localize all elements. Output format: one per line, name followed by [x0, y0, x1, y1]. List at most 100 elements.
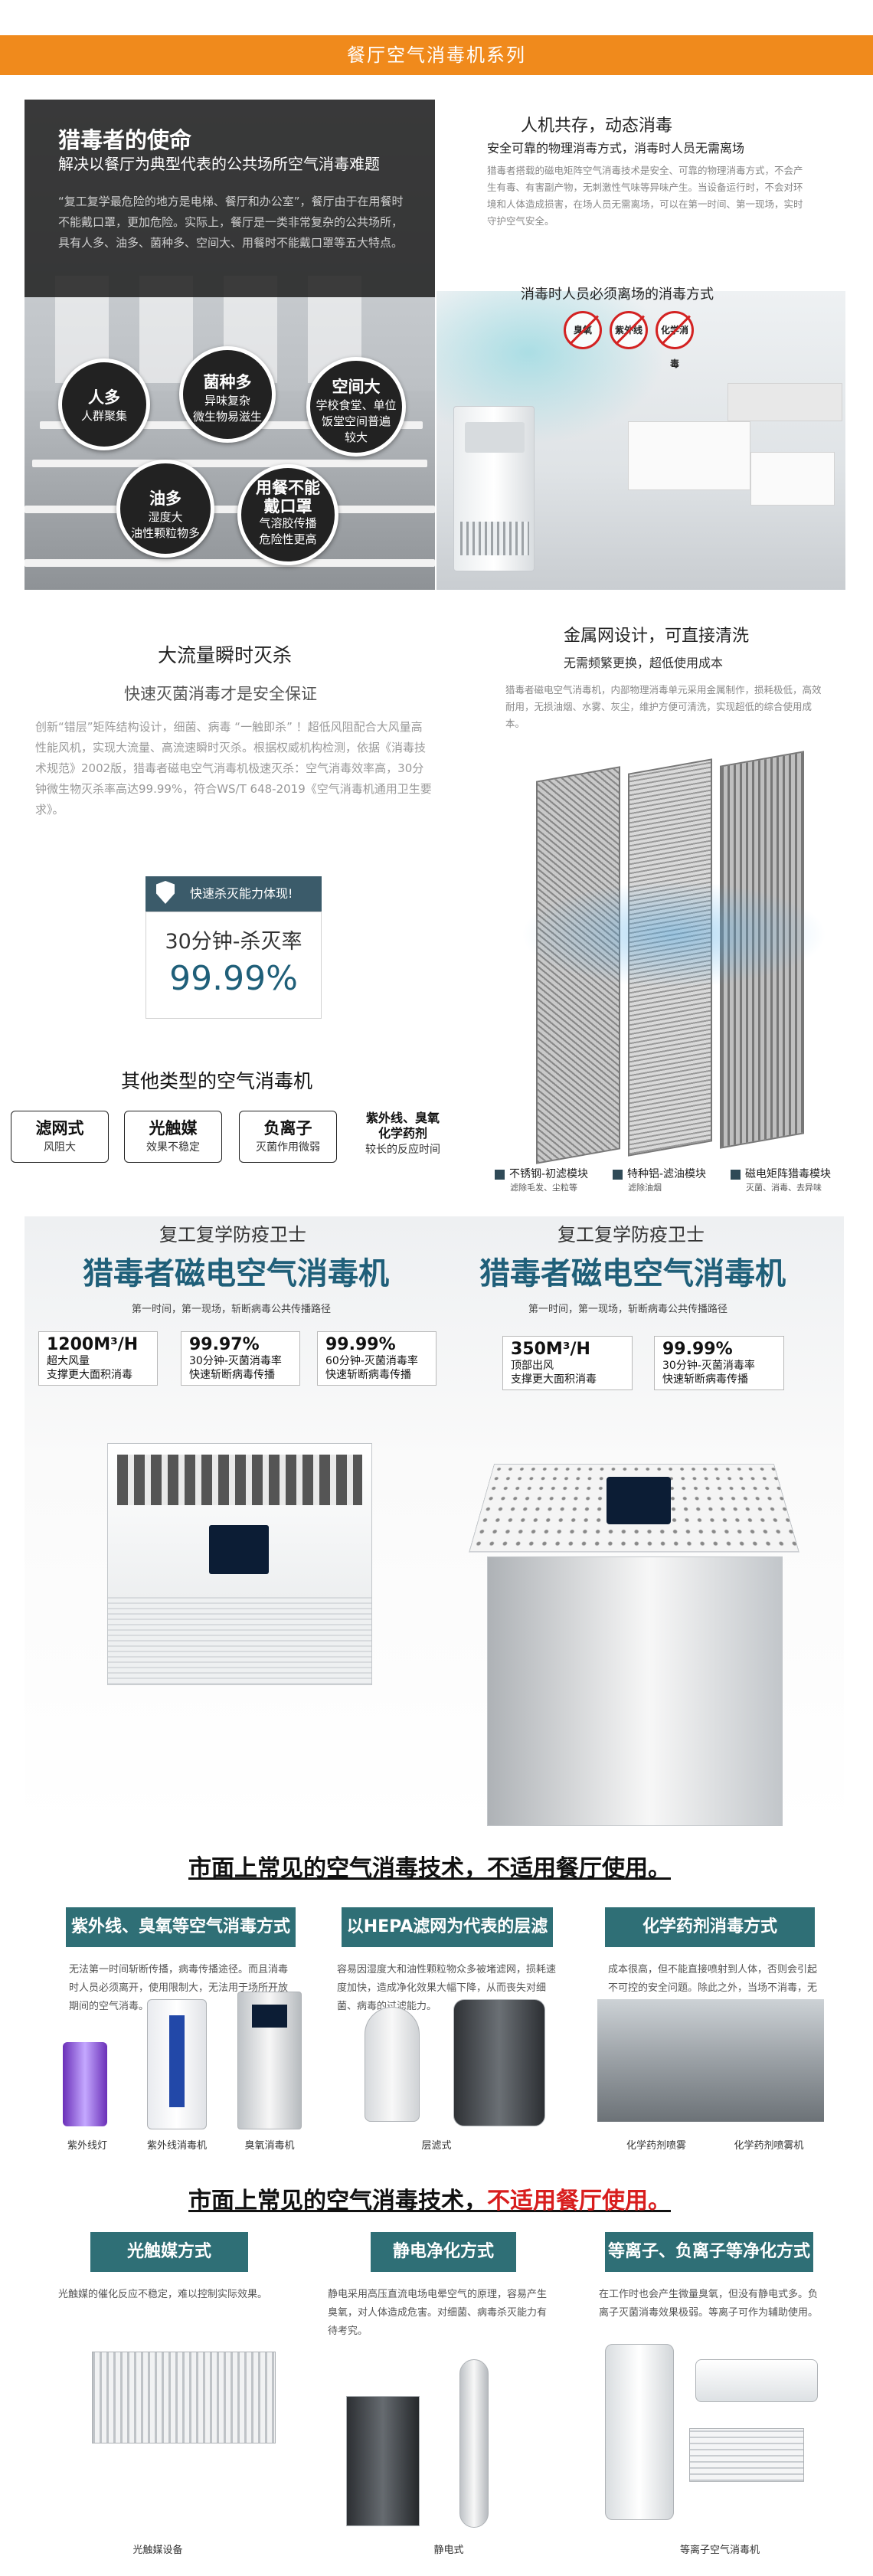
- other-type-title: 紫外线、臭氧 化学药剂: [365, 1111, 440, 1141]
- disinfector-machine-photo: [453, 406, 535, 571]
- kill-badge: 快速杀灭能力体现!: [146, 876, 322, 912]
- flow-title: 大流量瞬时灭杀: [158, 644, 293, 666]
- mesh-title: 金属网设计，可直接清洗: [564, 627, 750, 646]
- circle-desc: 学校食堂、单位 饭堂空间普遍 较大: [316, 398, 397, 444]
- spec-value: 99.99%: [325, 1335, 396, 1354]
- circle-crowd: 人多 人群聚集: [58, 358, 150, 450]
- page-header-title: 餐厅空气消毒机系列: [347, 44, 526, 66]
- dining-table: [25, 559, 435, 567]
- uv-machine-stripe: [169, 2015, 185, 2107]
- mission-quote: “复工复学最危险的地方是电梯、餐厅和办公室”，餐厅由于在用餐时不能戴口罩，更加危…: [58, 195, 404, 250]
- chemical-ban-icon: 化学消毒: [656, 311, 694, 369]
- kill-rate-value: 99.99%: [169, 959, 298, 998]
- mesh-subtitle: 无需频繁更换，超低使用成本: [564, 656, 724, 670]
- spec-value: 1200M³/H: [47, 1335, 139, 1354]
- tech1-col2-text: 容易因湿度大和油性颗粒物众多被堵滤网，损耗速度加快，造成净化效果大幅下降，从而丧…: [337, 1964, 557, 2012]
- legend-desc: 滤除毛发、尘粒等: [510, 1183, 577, 1193]
- col-head-label: 以HEPA滤网为代表的层滤式: [346, 1917, 548, 1976]
- wall-machine-panel: [108, 1597, 371, 1684]
- legend-title: 特种铝-滤油模块: [627, 1168, 707, 1180]
- ozone-ban-icon: 臭氧: [564, 311, 602, 349]
- mission-title: 猎毒者的使命: [58, 127, 192, 153]
- leave-caption: 消毒时人员必须离场的消毒方式: [521, 286, 714, 303]
- flow-subtitle: 快速灭菌消毒才是安全保证: [124, 685, 317, 703]
- tech2-title-b: 不适用餐厅使用。: [487, 2188, 671, 2214]
- circle-title: 人多: [88, 388, 120, 407]
- chemical-spray-photo: [597, 1999, 824, 2122]
- col-head-label: 静电净化方式: [392, 2242, 494, 2261]
- tech2-col1-text: 光触媒的催化反应不稳定，难以控制实际效果。: [58, 2289, 268, 2300]
- spec-desc: 超大风量 支撑更大面积消毒: [47, 1355, 132, 1381]
- product-left-subtitle: 复工复学防疫卫士: [159, 1224, 306, 1245]
- circle-title: 菌种多: [203, 373, 252, 391]
- legend-title: 不锈钢-初滤模块: [509, 1168, 589, 1180]
- uv-lamp-photo: [63, 2042, 107, 2126]
- circle-title: 空间大: [332, 378, 381, 396]
- ozone-machine-photo: [237, 1992, 302, 2129]
- other-type-desc: 风阻大: [44, 1141, 76, 1154]
- tech1-cap-chemical-spray: 化学药剂喷雾: [626, 2140, 686, 2152]
- dining-table: [25, 506, 435, 513]
- hepa-purifier-photo: [365, 2007, 420, 2122]
- other-types-title: 其他类型的空气消毒机: [121, 1070, 313, 1092]
- photocatalyst-device-photo: [92, 2352, 276, 2443]
- legend-title: 磁电矩阵猎毒模块: [745, 1168, 831, 1180]
- circle-space: 空间大 学校食堂、单位 饭堂空间普遍 较大: [306, 357, 406, 457]
- wall-machine-vent: [117, 1455, 362, 1505]
- kill-rate-box: 30分钟-杀灭率 99.99%: [146, 912, 322, 1019]
- uv-machine-photo: [147, 1999, 207, 2129]
- plasma-device-photo: [605, 2344, 674, 2520]
- mesh-paragraph: 猎毒者磁电空气消毒机，内部物理消毒单元采用金属制作，损耗极低，高效耐用，无损油烟…: [505, 684, 822, 729]
- spec-desc: 30分钟-灭菌消毒率 快速斩断病毒传播: [189, 1355, 282, 1381]
- product-right-subtitle: 复工复学防疫卫士: [557, 1224, 705, 1245]
- circle-desc: 人群聚集: [80, 409, 127, 423]
- tech1-cap-uv-lamp: 紫外线灯: [67, 2140, 107, 2152]
- tech2-col3-head: 等离子、负离子等净化方式: [605, 2232, 813, 2272]
- legend-magnetic: 磁电矩阵猎毒模块灭菌、消毒、去异味: [731, 1166, 831, 1193]
- tech1-col1-head: 紫外线、臭氧等空气消毒方式: [66, 1907, 296, 1947]
- other-type-uv-chemical: 紫外线、臭氧 化学药剂较长的反应时间: [352, 1106, 453, 1158]
- product-right-tagline: 第一时间，第一现场，斩断病毒公共传播路径: [528, 1304, 728, 1315]
- spec-30min: 99.97%30分钟-灭菌消毒率 快速斩断病毒传播: [181, 1331, 300, 1386]
- ozone-machine-screen: [252, 2005, 287, 2028]
- ban-label: 臭氧: [573, 325, 592, 336]
- wall-machine-screen: [209, 1525, 269, 1574]
- coexist-subtitle: 安全可靠的物理消毒方式，消毒时人员无需离场: [487, 141, 745, 155]
- spec-value: 350M³/H: [511, 1340, 590, 1359]
- product-left-tagline: 第一时间，第一现场，斩断病毒公共传播路径: [132, 1304, 332, 1315]
- other-type-filter: 滤网式风阻大: [11, 1111, 109, 1163]
- circle-oil: 油多 湿度大 油性颗粒物多: [116, 460, 214, 558]
- legend-swatch: [613, 1169, 623, 1180]
- tech2-col2-text: 静电采用高压直流电场电晕空气的原理，容易产生臭氧，对人体造成危害。对细菌、病毒杀…: [328, 2289, 548, 2337]
- other-type-title: 滤网式: [35, 1119, 84, 1137]
- tech1-cap-ozone: 臭氧消毒机: [244, 2140, 295, 2152]
- flow-paragraph: 创新“错层”矩阵结构设计，细菌、病毒 “一触即杀” ！超低风阻配合大风量高性能风…: [35, 720, 432, 817]
- tech1-col2-head: 以HEPA滤网为代表的层滤式: [342, 1907, 553, 1976]
- spec-desc: 顶部出风 支撑更大面积消毒: [511, 1360, 597, 1386]
- tech2-cap-electrostatic: 静电式: [433, 2545, 464, 2556]
- other-type-desc: 较长的反应时间: [365, 1144, 440, 1156]
- hepa-purifier-dark-photo: [453, 1999, 545, 2126]
- water-splash: [521, 881, 827, 988]
- product-right-title: 猎毒者磁电空气消毒机: [479, 1256, 786, 1291]
- circle-no-mask: 用餐不能 戴口罩 气溶胶传播 危险性更高: [237, 464, 338, 565]
- col-head-label: 光触媒方式: [126, 2242, 211, 2261]
- tech1-cap-hepa: 层滤式: [421, 2140, 452, 2152]
- tech2-col3-text: 在工作时也会产生微量臭氧，但没有静电式多。负离子灭菌消毒效果极弱。等离子可作为辅…: [599, 2289, 819, 2319]
- kill-rate-label: 30分钟-杀灭率: [165, 930, 302, 954]
- mission-subtitle: 解决以餐厅为典型代表的公共场所空气消毒难题: [58, 155, 380, 173]
- product-left-title: 猎毒者磁电空气消毒机: [83, 1256, 389, 1291]
- circle-title: 油多: [149, 489, 181, 508]
- spec-60min: 99.99%60分钟-灭菌消毒率 快速斩断病毒传播: [317, 1331, 436, 1386]
- plasma-ceiling-unit-photo: [689, 2428, 804, 2482]
- machine-vent: [460, 522, 529, 555]
- tech1-cap-chemical-machine: 化学药剂喷雾机: [734, 2140, 804, 2152]
- ban-label: 紫外线: [614, 325, 642, 336]
- tower-disinfector-photo: [487, 1556, 783, 1826]
- other-type-photocatalyst: 光触媒效果不稳定: [124, 1111, 222, 1163]
- circle-title: 用餐不能 戴口罩: [256, 479, 320, 516]
- spec-desc: 30分钟-灭菌消毒率 快速斩断病毒传播: [662, 1360, 755, 1386]
- wall-disinfector-photo: [107, 1443, 372, 1685]
- coexist-paragraph: 猎毒者搭载的磁电矩阵空气消毒技术是安全、可靠的物理消毒方式，不会产生有毒、有害副…: [487, 165, 803, 227]
